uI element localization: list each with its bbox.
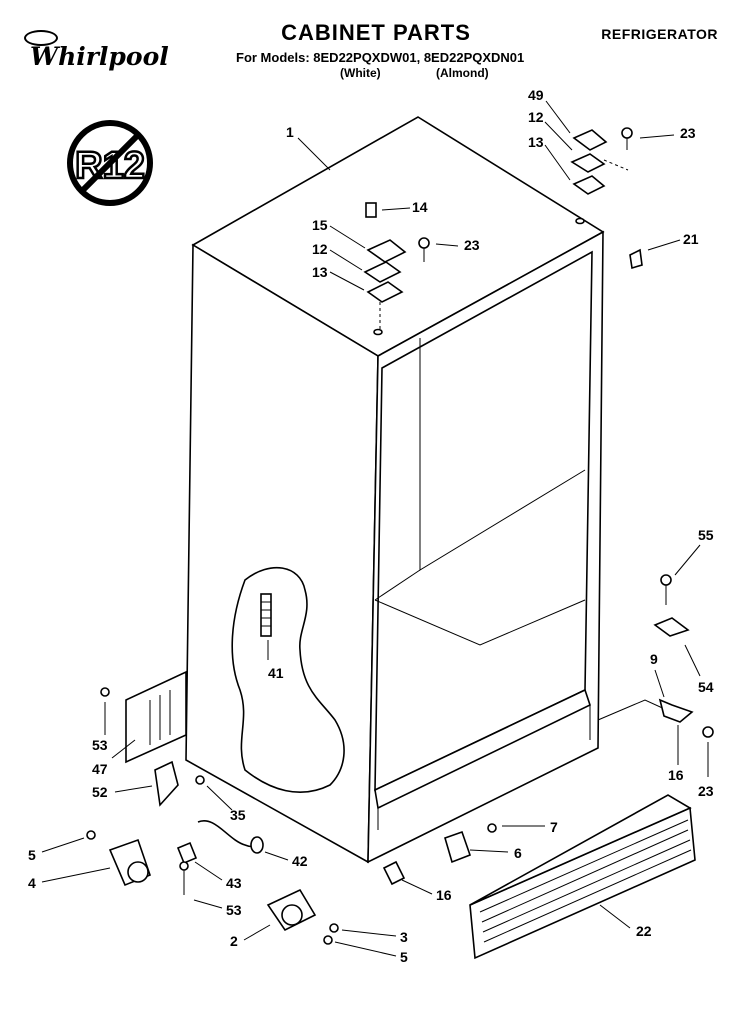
- lower-center-parts: [176, 819, 497, 895]
- callout-22: 22: [636, 923, 652, 939]
- left-bracket: [100, 670, 205, 807]
- right-side-parts: [597, 574, 714, 738]
- callout-16-lower: 16: [436, 887, 452, 903]
- whirlpool-logo-icon: [24, 30, 58, 46]
- callout-55: 55: [698, 527, 714, 543]
- page-title: CABINET PARTS: [281, 20, 471, 45]
- callout-9: 9: [650, 651, 658, 667]
- leader-lines: [41, 100, 709, 957]
- callout-23-lower-right: 23: [698, 783, 714, 799]
- callout-2: 2: [230, 933, 238, 949]
- callout-5-left: 5: [28, 847, 36, 863]
- brand-logo: Whirlpool: [30, 42, 169, 71]
- toe-grille: [469, 794, 696, 960]
- callout-5-lower: 5: [400, 949, 408, 965]
- callout-7: 7: [550, 819, 558, 835]
- no-r12-symbol-icon: R12: [67, 120, 153, 206]
- variant-white: (White): [340, 66, 381, 80]
- callout-21: 21: [683, 231, 699, 247]
- callout-42: 42: [292, 853, 308, 869]
- callout-23-top-right: 23: [680, 125, 696, 141]
- callout-23-center: 23: [464, 237, 480, 253]
- callout-35: 35: [230, 807, 246, 823]
- callout-49: 49: [528, 87, 544, 103]
- callout-3: 3: [400, 929, 408, 945]
- lower-left-parts: [86, 830, 339, 945]
- callout-1: 1: [286, 124, 294, 140]
- callout-13-center: 13: [312, 264, 328, 280]
- callout-53-left: 53: [92, 737, 108, 753]
- top-hinge-right: [570, 127, 643, 270]
- callout-54: 54: [698, 679, 714, 695]
- models-line: For Models: 8ED22PQXDW01, 8ED22PQXDN01: [236, 50, 525, 65]
- callout-4: 4: [28, 875, 36, 891]
- callout-16-right: 16: [668, 767, 684, 783]
- callout-12-center: 12: [312, 241, 328, 257]
- callout-12-right: 12: [528, 109, 544, 125]
- callout-15: 15: [312, 217, 328, 233]
- callout-6: 6: [514, 845, 522, 861]
- cabinet-shell: [185, 116, 605, 864]
- callout-13-right: 13: [528, 134, 544, 150]
- callout-41: 41: [268, 665, 284, 681]
- category-label: REFRIGERATOR: [601, 26, 718, 42]
- callout-43: 43: [226, 875, 242, 891]
- callout-52: 52: [92, 784, 108, 800]
- variant-almond: (Almond): [436, 66, 489, 80]
- callout-47: 47: [92, 761, 108, 777]
- top-hinge-center: [363, 202, 430, 336]
- callout-14: 14: [412, 199, 428, 215]
- callout-53-lower: 53: [226, 902, 242, 918]
